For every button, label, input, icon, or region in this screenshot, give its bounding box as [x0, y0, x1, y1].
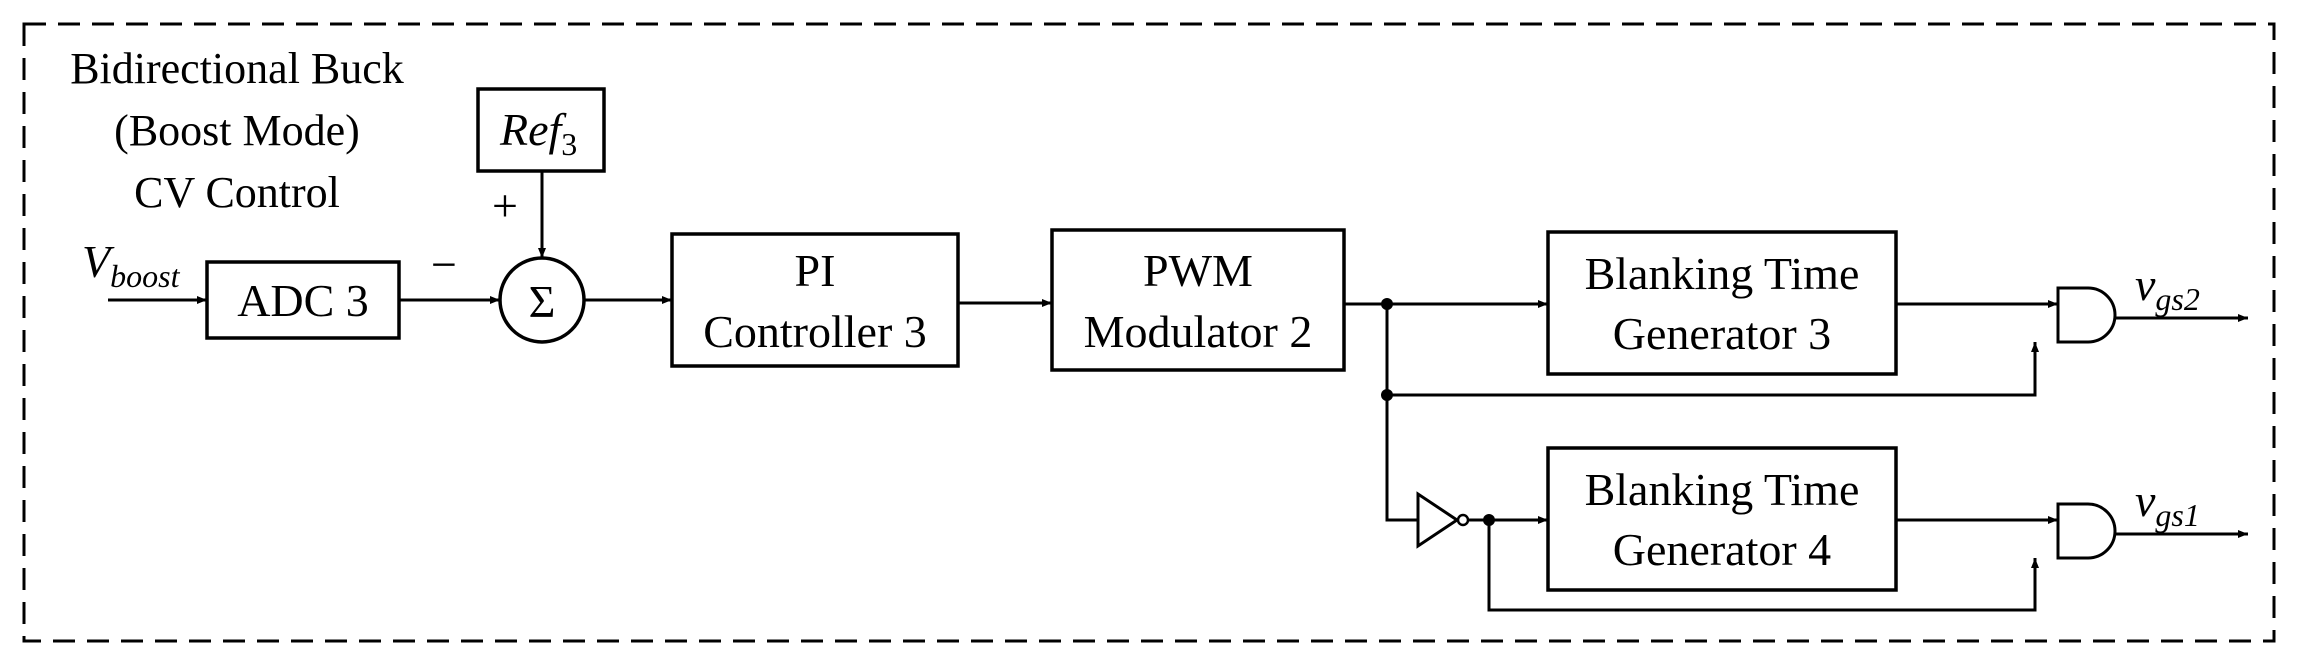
output-label-vgs2-sub: gs2	[2155, 281, 2199, 317]
reference-label: Ref3	[499, 104, 577, 162]
blanking-generator-4-block	[1546, 446, 1898, 592]
input-label-main: V	[82, 236, 115, 287]
summing-plus-sign: +	[492, 180, 518, 231]
blanking-generator-3-label-line-1: Blanking Time	[1585, 248, 1860, 299]
output-label-vgs1-main: v	[2135, 475, 2156, 526]
summing-minus-sign: −	[431, 239, 457, 290]
input-label-sub: boost	[110, 258, 180, 294]
output-label-vgs1: vgs1	[2135, 475, 2200, 533]
blanking-generator-4-label-line-2: Generator 4	[1613, 524, 1831, 575]
junction-dot-pwm-output	[1381, 298, 1393, 310]
blanking-generator-3-label-line-2: Generator 3	[1613, 308, 1831, 359]
wire-pwm-to-and-top-input	[1387, 342, 2039, 397]
output-label-vgs1-sub: gs1	[2155, 497, 2199, 533]
and-gate-top	[2056, 286, 2117, 344]
subsystem-boundary	[22, 22, 2276, 643]
not-gate-bubble	[1456, 513, 1470, 527]
pwm-modulator-block	[1050, 228, 1346, 372]
pi-controller-label-line-2: Controller 3	[703, 306, 927, 357]
wire-not-to-and-bottom-input	[1487, 520, 2039, 612]
pi-controller-label-line-1: PI	[795, 245, 836, 296]
adc-label: ADC 3	[237, 275, 369, 326]
and-gate-bottom	[2056, 502, 2117, 560]
not-gate-triangle	[1416, 491, 1460, 549]
pi-controller-block	[670, 232, 960, 368]
junction-dot-branch	[1381, 389, 1393, 401]
junction-dot-not-output	[1483, 514, 1495, 526]
output-label-vgs2: vgs2	[2135, 259, 2200, 317]
input-label: Vboost	[82, 236, 181, 294]
reference-label-main: Ref	[499, 104, 568, 155]
blanking-generator-4-label-line-1: Blanking Time	[1585, 464, 1860, 515]
pwm-modulator-label-line-1: PWM	[1143, 245, 1253, 296]
output-label-vgs2-main: v	[2135, 259, 2156, 310]
wire-pwm-branch-vertical	[1385, 304, 1418, 522]
reference-label-sub: 3	[561, 126, 577, 162]
pwm-modulator-label-line-2: Modulator 2	[1084, 306, 1313, 357]
diagram-title-line-3: CV Control	[134, 168, 340, 217]
blanking-generator-3-block	[1546, 230, 1898, 376]
diagram-title-line-1: Bidirectional Buck	[70, 44, 404, 93]
summing-symbol: Σ	[529, 276, 556, 327]
diagram-title-line-2: (Boost Mode)	[114, 106, 360, 155]
